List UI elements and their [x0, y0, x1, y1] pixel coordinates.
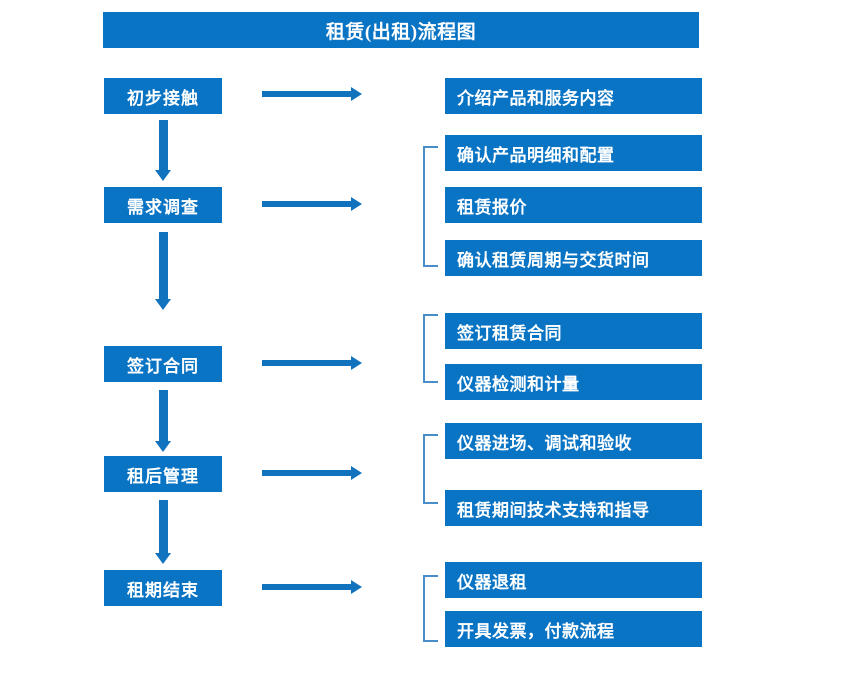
task-label-5-2: 开具发票，付款流程	[457, 621, 615, 641]
task-label-4-1: 仪器进场、调试和验收	[457, 433, 632, 453]
stage-label-2: 需求调查	[127, 197, 199, 217]
task-box-4-1[interactable]: 仪器进场、调试和验收	[445, 423, 702, 459]
down-arrow-1	[155, 120, 171, 181]
stage-box-5[interactable]: 租期结束	[104, 570, 222, 606]
stage-label-1: 初步接触	[127, 88, 199, 108]
stage-label-5: 租期结束	[127, 580, 199, 600]
group-bracket-5	[423, 575, 438, 642]
stage-label-4: 租后管理	[127, 466, 199, 486]
task-label-3-2: 仪器检测和计量	[457, 374, 580, 394]
task-box-5-1[interactable]: 仪器退租	[445, 562, 702, 598]
task-label-1-1: 介绍产品和服务内容	[457, 88, 615, 108]
task-label-2-1: 确认产品明细和配置	[457, 145, 615, 165]
task-box-2-3[interactable]: 确认租赁周期与交货时间	[445, 240, 702, 276]
task-label-5-1: 仪器退租	[457, 572, 527, 592]
stage-label-3: 签订合同	[127, 356, 199, 376]
right-arrow-3	[262, 356, 362, 370]
stage-box-3[interactable]: 签订合同	[104, 346, 222, 382]
right-arrow-5	[262, 580, 362, 594]
right-arrow-1	[262, 87, 362, 101]
task-box-2-1[interactable]: 确认产品明细和配置	[445, 135, 702, 171]
down-arrow-3	[155, 390, 171, 452]
right-arrow-4	[262, 466, 362, 480]
task-label-2-3: 确认租赁周期与交货时间	[457, 250, 650, 270]
task-label-2-2: 租赁报价	[457, 197, 527, 217]
task-label-3-1: 签订租赁合同	[457, 323, 562, 343]
task-box-3-1[interactable]: 签订租赁合同	[445, 313, 702, 349]
task-label-4-2: 租赁期间技术支持和指导	[457, 500, 650, 520]
stage-box-1[interactable]: 初步接触	[104, 78, 222, 114]
stage-box-4[interactable]: 租后管理	[104, 456, 222, 492]
task-box-2-2[interactable]: 租赁报价	[445, 187, 702, 223]
diagram-title: 租赁(出租)流程图	[103, 12, 699, 48]
right-arrow-2	[262, 197, 362, 211]
group-bracket-2	[423, 146, 438, 267]
group-bracket-3	[423, 314, 438, 383]
group-bracket-4	[423, 434, 438, 504]
stage-box-2[interactable]: 需求调查	[104, 187, 222, 223]
task-box-1-1[interactable]: 介绍产品和服务内容	[445, 78, 702, 114]
task-box-5-2[interactable]: 开具发票，付款流程	[445, 611, 702, 647]
down-arrow-2	[155, 232, 171, 310]
down-arrow-4	[155, 500, 171, 564]
task-box-4-2[interactable]: 租赁期间技术支持和指导	[445, 490, 702, 526]
task-box-3-2[interactable]: 仪器检测和计量	[445, 364, 702, 400]
